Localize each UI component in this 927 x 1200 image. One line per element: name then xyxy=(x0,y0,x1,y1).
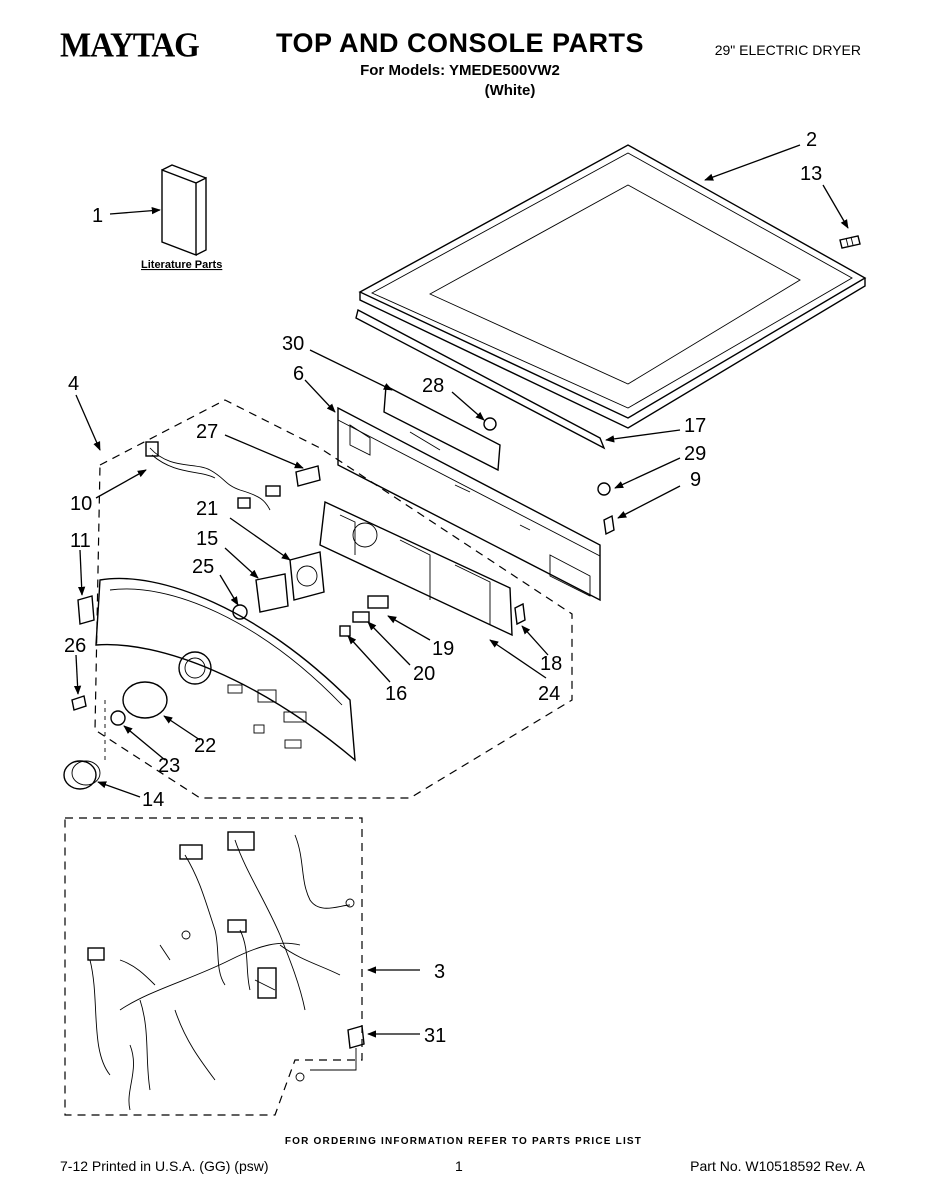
callout-9: 9 xyxy=(690,469,701,491)
callout-3: 3 xyxy=(434,961,445,983)
callout-16: 16 xyxy=(385,683,407,705)
callout-13: 13 xyxy=(800,163,822,185)
print-info: 7-12 Printed in U.S.A. (GG) (psw) xyxy=(60,1158,269,1174)
button-20 xyxy=(352,611,370,623)
dryer-top-panel xyxy=(355,144,867,450)
screw-13 xyxy=(839,235,861,249)
screw-9 xyxy=(603,514,615,536)
callout-26: 26 xyxy=(64,635,86,657)
callout-28: 28 xyxy=(422,375,444,397)
callout-18: 18 xyxy=(540,653,562,675)
callout-24: 24 xyxy=(538,683,560,705)
console-panel xyxy=(95,577,356,762)
callout-numbers: 1 2 13 30 4 6 28 27 17 29 9 10 21 15 11 … xyxy=(64,129,822,1047)
console-assembly-outline xyxy=(94,399,573,799)
page-title: TOP AND CONSOLE PARTS xyxy=(275,28,645,58)
console-bracket xyxy=(337,384,601,602)
knob-ring-22 xyxy=(122,681,168,719)
brand-logo: MAYTAG xyxy=(60,27,200,65)
callout-15: 15 xyxy=(196,528,218,550)
callout-4: 4 xyxy=(68,373,79,395)
callout-22: 22 xyxy=(194,735,216,757)
main-harness-outline xyxy=(64,817,363,1116)
callout-11: 11 xyxy=(70,530,91,552)
part-29 xyxy=(597,482,611,496)
product-type: 29" ELECTRIC DRYER xyxy=(714,42,861,58)
callout-6: 6 xyxy=(293,363,304,385)
callout-14: 14 xyxy=(142,789,164,811)
callout-30: 30 xyxy=(282,333,304,355)
part-number: Part No. W10518592 Rev. A xyxy=(690,1158,865,1174)
part-27 xyxy=(295,465,321,487)
page-number: 1 xyxy=(455,1158,463,1174)
callout-19: 19 xyxy=(432,638,454,660)
callout-23: 23 xyxy=(158,755,180,777)
callout-2: 2 xyxy=(806,129,817,151)
callout-17: 17 xyxy=(684,415,706,437)
callout-1: 1 xyxy=(92,205,103,227)
button-19 xyxy=(367,595,389,609)
callout-10: 10 xyxy=(70,493,92,515)
screw-26 xyxy=(71,695,87,711)
button-16 xyxy=(339,625,351,637)
model-color: (White) xyxy=(484,82,536,99)
selector-switch xyxy=(232,551,325,620)
control-board xyxy=(319,500,513,637)
leader-lines xyxy=(73,144,849,1038)
console-wire-harness xyxy=(145,441,281,511)
callout-31: 31 xyxy=(424,1025,446,1047)
model-number: For Models: YMEDE500VW2 xyxy=(360,62,560,79)
part-23 xyxy=(110,710,126,726)
callout-27: 27 xyxy=(196,421,218,443)
part-18 xyxy=(514,602,526,626)
literature-parts xyxy=(161,164,207,257)
part-11 xyxy=(77,595,95,625)
knob-14 xyxy=(63,760,101,790)
part-28 xyxy=(483,417,497,431)
callout-21: 21 xyxy=(196,498,218,520)
callout-25: 25 xyxy=(192,556,214,578)
literature-label: Literature Parts xyxy=(141,259,222,271)
main-wire-harness xyxy=(87,831,355,1111)
ordering-note: FOR ORDERING INFORMATION REFER TO PARTS … xyxy=(284,1136,643,1147)
callout-29: 29 xyxy=(684,443,706,465)
callout-20: 20 xyxy=(413,663,435,685)
screw-31 xyxy=(347,1025,365,1049)
